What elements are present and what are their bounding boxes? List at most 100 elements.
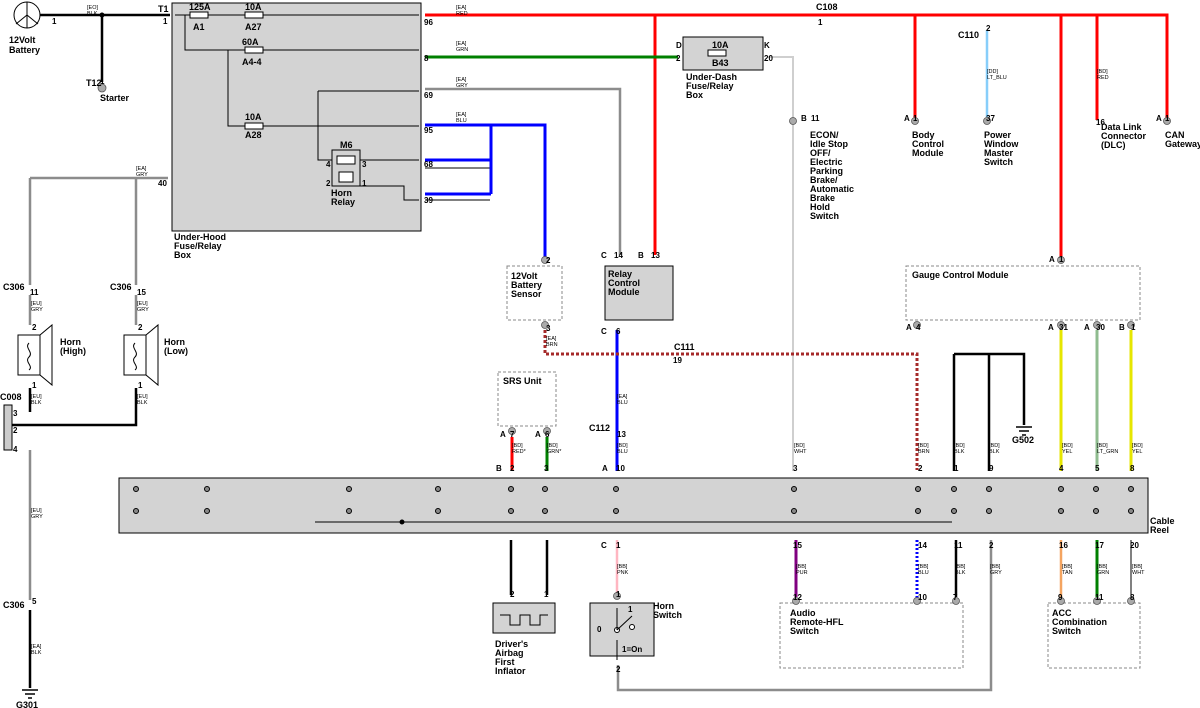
cable-reel-box <box>118 477 1149 534</box>
g502-label: G502 <box>1012 435 1034 445</box>
svg-text:16: 16 <box>1059 541 1068 550</box>
svg-text:9: 9 <box>989 464 994 473</box>
starter-terminal <box>97 83 107 93</box>
svg-text:A: A <box>1049 255 1055 264</box>
c112-label: C112 <box>589 423 610 433</box>
audio-label-1: Audio <box>790 608 816 618</box>
fuse-a4-rating: 60A <box>242 37 259 47</box>
battery-label-1: 12Volt <box>9 35 35 45</box>
rcm-label-1: Relay <box>608 269 632 279</box>
svg-text:2: 2 <box>989 541 994 550</box>
can-label-2: Gateway <box>1165 139 1200 149</box>
svg-text:[BB]: [BB] <box>1062 564 1073 570</box>
svg-text:2: 2 <box>918 464 923 473</box>
svg-text:[EA]: [EA] <box>617 394 628 400</box>
cable-reel-label-1: Cable <box>1150 516 1175 526</box>
red-main-wire <box>425 13 1169 118</box>
horn-switch-box <box>589 602 655 657</box>
brown-sensor-wire <box>543 330 919 470</box>
svg-text:16: 16 <box>1096 118 1105 127</box>
svg-text:8: 8 <box>1130 593 1135 602</box>
svg-text:[BB]: [BB] <box>955 564 966 570</box>
svg-text:BRN: BRN <box>546 342 558 348</box>
pws-label-4: Switch <box>984 157 1013 167</box>
inflator-label-2: Airbag <box>495 648 524 658</box>
fuse-a28-id: A28 <box>245 130 262 140</box>
svg-text:GRY: GRY <box>31 307 43 313</box>
inflator-label-3: First <box>495 657 515 667</box>
svg-text:13: 13 <box>651 251 660 260</box>
svg-text:1: 1 <box>52 17 57 26</box>
svg-text:10: 10 <box>918 593 927 602</box>
svg-text:[BB]: [BB] <box>1132 564 1143 570</box>
svg-text:1: 1 <box>163 17 168 26</box>
svg-text:A: A <box>906 323 912 332</box>
svg-text:WHT: WHT <box>1132 570 1145 576</box>
c306-label-b: C306 <box>110 282 132 292</box>
relay-label-1: Horn <box>331 188 352 198</box>
svg-text:3: 3 <box>13 409 18 418</box>
svg-text:GRY: GRY <box>136 172 148 178</box>
audio-switch-box <box>779 602 964 669</box>
c008-connector <box>3 404 13 451</box>
svg-text:A: A <box>1048 323 1054 332</box>
svg-text:Idle Stop: Idle Stop <box>810 139 849 149</box>
svg-text:12: 12 <box>793 593 802 602</box>
svg-text:[EA]: [EA] <box>456 112 467 118</box>
inflator-label-4: Inflator <box>495 666 526 676</box>
svg-text:2: 2 <box>510 464 515 473</box>
bcm-label-2: Control <box>912 139 944 149</box>
svg-text:[EA]: [EA] <box>136 166 147 172</box>
svg-text:3: 3 <box>544 464 549 473</box>
svg-text:BLU: BLU <box>456 118 467 124</box>
svg-text:[EU]: [EU] <box>31 394 42 400</box>
svg-text:B: B <box>496 464 502 473</box>
svg-text:1: 1 <box>32 381 37 390</box>
svg-text:GRN: GRN <box>456 47 468 53</box>
svg-text:[EA]: [EA] <box>31 644 42 650</box>
svg-text:3: 3 <box>362 160 367 169</box>
svg-text:RED*: RED* <box>512 449 527 455</box>
svg-text:BRN: BRN <box>918 449 930 455</box>
svg-text:[BD]: [BD] <box>954 443 965 449</box>
fuse-b43-id: B43 <box>712 58 729 68</box>
svg-text:11: 11 <box>30 288 39 297</box>
svg-text:GRY: GRY <box>990 570 1002 576</box>
svg-text:Brake: Brake <box>810 193 835 203</box>
svg-text:11: 11 <box>811 114 820 123</box>
relay-label-2: Relay <box>331 197 355 207</box>
svg-text:3: 3 <box>793 464 798 473</box>
ground-g502-icon <box>1016 426 1032 436</box>
svg-text:1: 1 <box>913 114 918 123</box>
svg-text:[EO]: [EO] <box>87 5 98 11</box>
svg-text:BLK: BLK <box>31 650 42 656</box>
svg-text:ECON/: ECON/ <box>810 130 839 140</box>
svg-text:[BD]: [BD] <box>1097 443 1108 449</box>
horn-switch-label-1: Horn <box>653 601 674 611</box>
horn-relay-coil <box>336 155 356 183</box>
srs-unit-box <box>497 371 557 427</box>
ground-g502-wire <box>952 352 1026 471</box>
horn-high-label-1: Horn <box>60 337 81 347</box>
c108-label: C108 <box>816 2 838 12</box>
svg-text:14: 14 <box>614 251 623 260</box>
cable-reel-contacts <box>133 486 1134 525</box>
svg-text:6: 6 <box>616 327 621 336</box>
audio-label-2: Remote-HFL <box>790 617 844 627</box>
svg-text:A: A <box>535 430 541 439</box>
grey-wire-69 <box>425 87 622 255</box>
svg-text:1: 1 <box>1165 114 1170 123</box>
underdash-label-3: Box <box>686 90 703 100</box>
svg-text:2: 2 <box>32 323 37 332</box>
svg-text:1: 1 <box>818 18 823 27</box>
svg-text:40: 40 <box>158 179 167 188</box>
battery-label-2: Battery <box>9 45 40 55</box>
svg-text:Brake/: Brake/ <box>810 175 838 185</box>
fuse-a28-rating: 10A <box>245 112 262 122</box>
acc-label-2: Combination <box>1052 617 1107 627</box>
pws-label-2: Window <box>984 139 1019 149</box>
underdash-label-1: Under-Dash <box>686 72 737 82</box>
svg-text:1: 1 <box>954 464 959 473</box>
svg-text:GRY: GRY <box>456 83 468 89</box>
underhood-label-1: Under-Hood <box>174 232 226 242</box>
